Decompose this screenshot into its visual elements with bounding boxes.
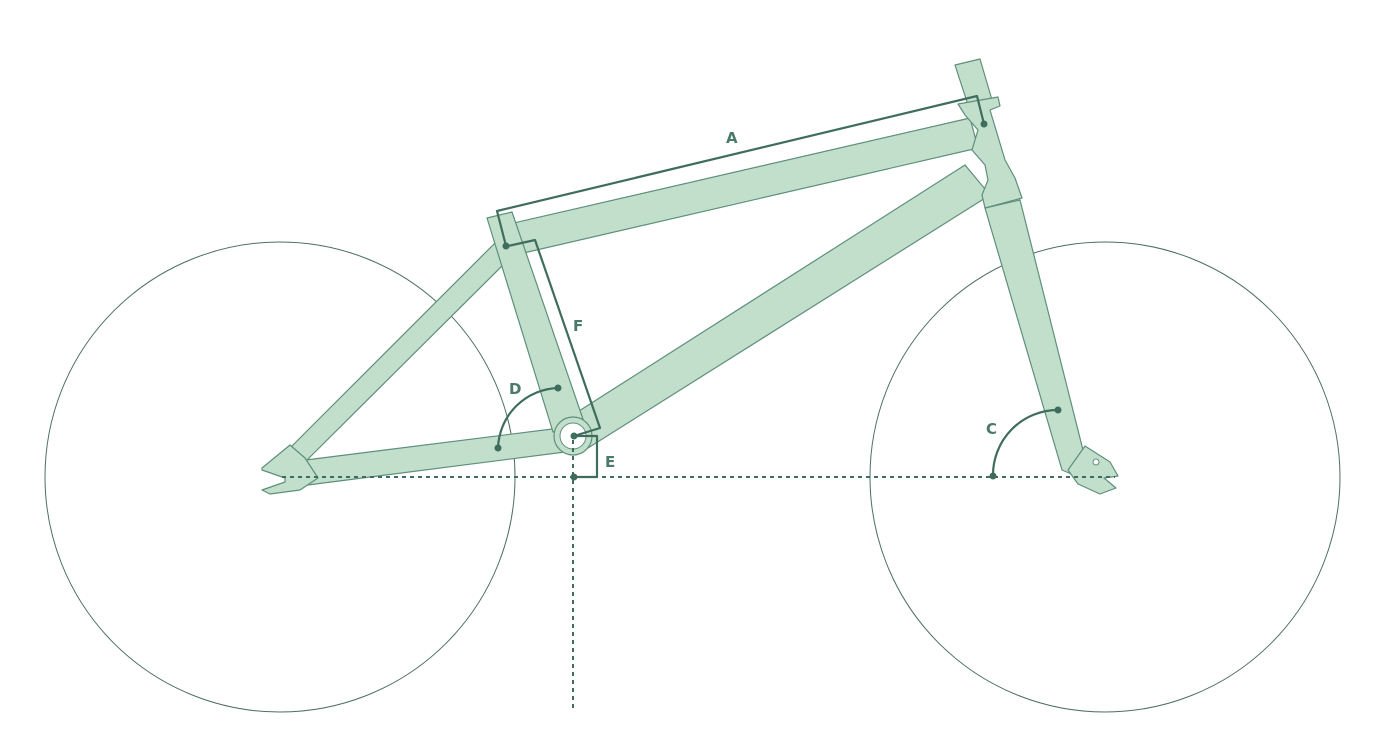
dot (989, 472, 997, 480)
dot (980, 120, 988, 128)
dot (1054, 406, 1062, 414)
dot (570, 432, 578, 440)
fork (984, 199, 1087, 477)
dot (554, 384, 562, 392)
dot (502, 242, 510, 250)
dimension-e (574, 434, 599, 479)
label-d: D (509, 380, 521, 398)
angle-c-arc (991, 408, 1059, 477)
dimension-f (507, 238, 602, 438)
dimension-a (495, 94, 986, 247)
dot (494, 444, 502, 452)
label-f: F (573, 317, 583, 335)
steerer (954, 58, 993, 106)
label-c: C (986, 420, 997, 438)
front-wheel (869, 241, 1341, 713)
angle-d-arc (496, 386, 559, 449)
head-tube (957, 96, 1023, 209)
rear-dropout (261, 444, 319, 495)
dot (570, 473, 578, 481)
dropout-hole (1092, 458, 1100, 466)
label-e: E (605, 453, 615, 471)
label-a: A (726, 129, 738, 147)
fork-dropout (1067, 445, 1119, 495)
